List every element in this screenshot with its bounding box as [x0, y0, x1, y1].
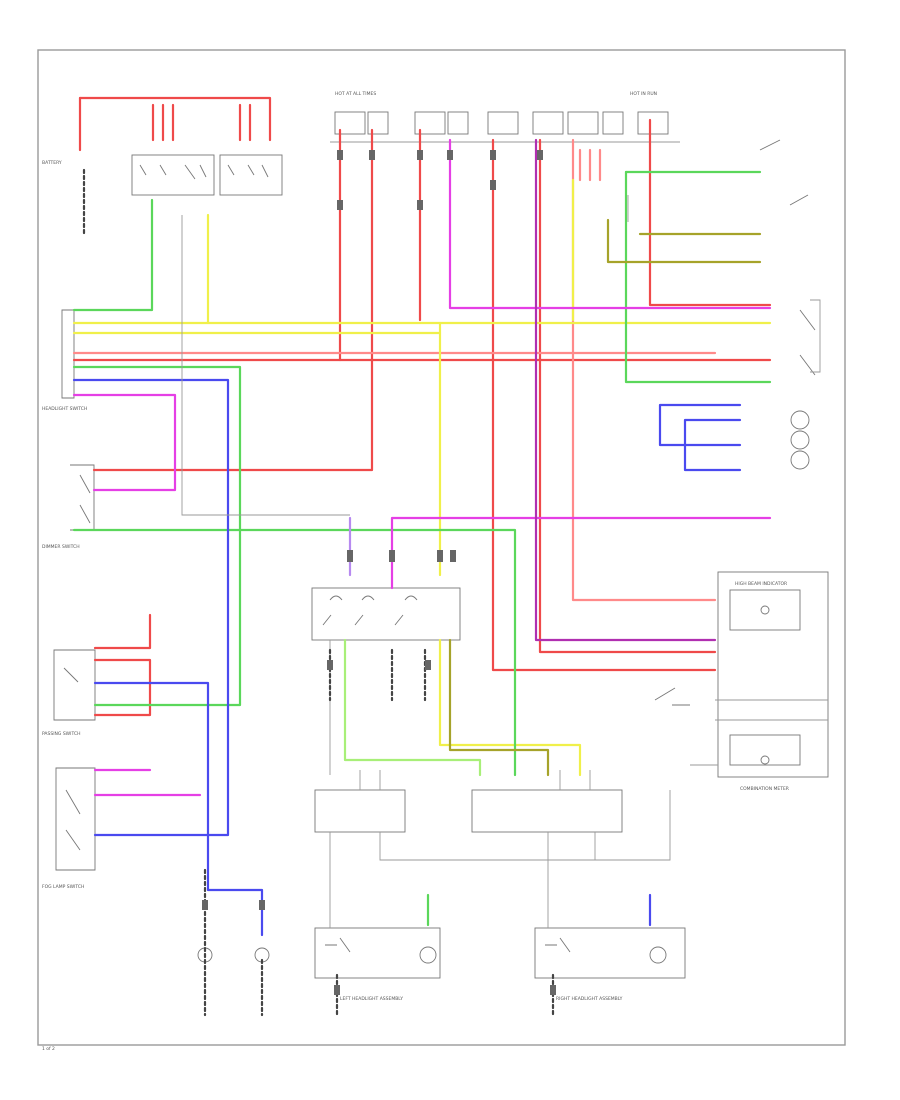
- wires-magenta: [72, 138, 772, 797]
- lighting-relay-box: [311, 587, 461, 641]
- label-hot-at-all-times: HOT AT ALL TIMES: [335, 91, 376, 97]
- rear-lamps-right: [790, 410, 810, 470]
- diagram-frame: [37, 49, 846, 1046]
- fog-lamp-switch: [55, 767, 96, 871]
- headlight-relays-lower: [314, 789, 623, 833]
- wires-red: [72, 96, 772, 717]
- left-bulbs: [197, 947, 270, 963]
- dimmer-switch: [70, 464, 95, 531]
- label-high-beam-indicator: HIGH BEAM INDICATOR: [735, 581, 787, 587]
- wires-green: [72, 170, 772, 927]
- label-passing-switch: PASSING SWITCH: [42, 731, 80, 737]
- ground-wires: [82, 168, 555, 1017]
- fog-indicator-switch: [654, 687, 690, 706]
- label-fog-lamp-switch: FOG LAMP SWITCH: [42, 884, 84, 890]
- left-relay-box: [131, 154, 215, 196]
- headlight-control-module: [61, 309, 75, 399]
- fuse-row: [334, 111, 669, 135]
- label-headlight-switch: HEADLIGHT SWITCH: [42, 406, 87, 412]
- wires-blue: [72, 378, 742, 937]
- right-relay-box: [219, 154, 283, 196]
- wires-olive: [448, 218, 762, 777]
- left-headlight-assembly: [314, 927, 441, 979]
- wires-yellow: [72, 178, 772, 777]
- right-headlight-assembly: [534, 927, 686, 979]
- label-hot-in-run: HOT IN RUN: [630, 91, 657, 97]
- lamp-switches-right: [759, 139, 816, 376]
- combination-meter: [717, 571, 829, 778]
- label-right-headlight: RIGHT HEADLIGHT ASSEMBLY: [556, 996, 623, 1002]
- passing-switch: [53, 649, 96, 721]
- label-dimmer-switch: DIMMER SWITCH: [42, 544, 80, 550]
- figure-number: 1 of 2: [42, 1046, 55, 1052]
- label-left-headlight: LEFT HEADLIGHT ASSEMBLY: [340, 996, 403, 1002]
- label-combination-meter: COMBINATION METER: [740, 786, 789, 792]
- connector-markers: [202, 150, 556, 995]
- label-battery: BATTERY: [42, 160, 62, 166]
